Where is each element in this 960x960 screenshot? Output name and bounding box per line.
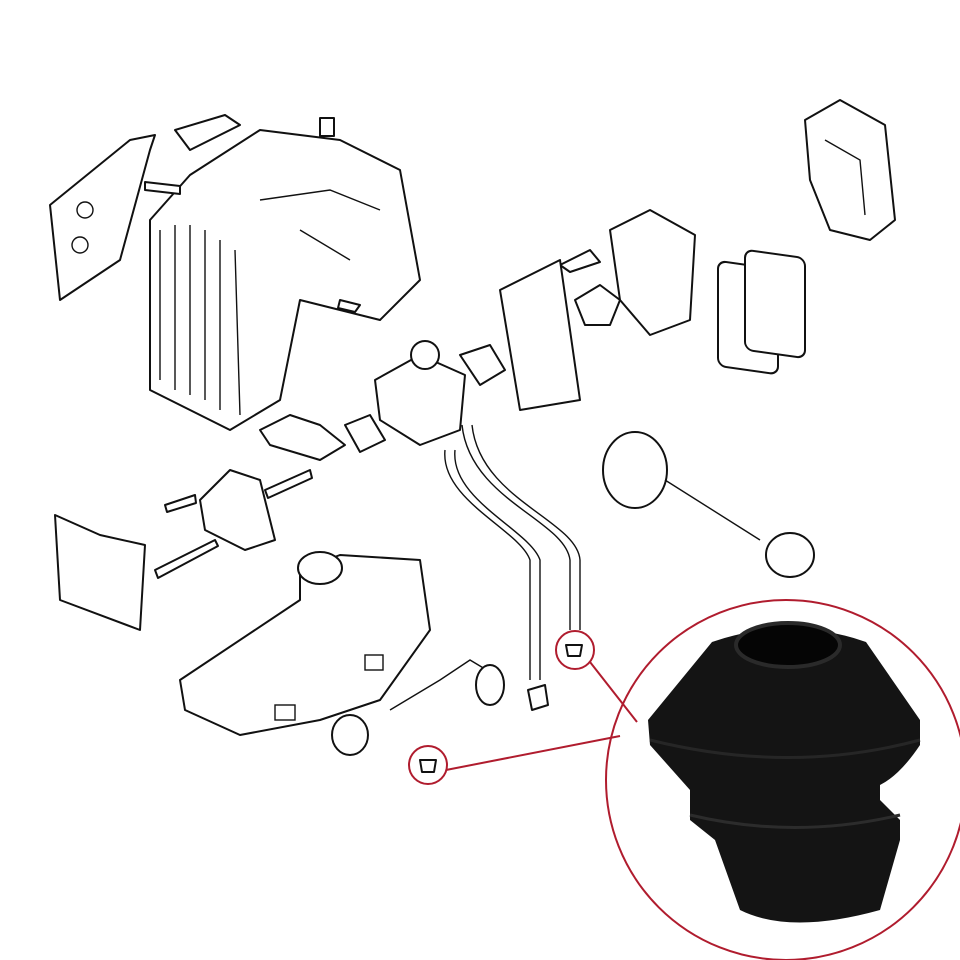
air-filter-housing — [609, 209, 696, 336]
starter — [602, 431, 668, 509]
side-cover — [49, 134, 156, 301]
grommet-small — [419, 759, 437, 773]
choke-lever — [559, 249, 601, 273]
screw — [144, 181, 181, 195]
grommet-small — [565, 644, 583, 657]
screw — [337, 299, 361, 313]
cover-plate — [174, 114, 241, 151]
gasket-plate — [499, 259, 581, 411]
intake — [259, 414, 346, 461]
screw — [154, 539, 219, 579]
screw — [164, 494, 197, 513]
fuel-line — [461, 424, 571, 630]
engine-shroud — [149, 129, 421, 431]
screw — [264, 469, 313, 499]
engine-mount — [199, 469, 276, 551]
bolt — [319, 117, 335, 137]
gasket — [344, 414, 386, 453]
starter-rope — [664, 479, 761, 541]
carburetor — [374, 340, 466, 446]
fuel-line — [444, 449, 531, 680]
grommet-photo — [648, 621, 921, 923]
gasket — [574, 284, 621, 326]
gasket — [459, 344, 506, 386]
air-filter — [744, 249, 806, 359]
fuel-tank — [179, 551, 431, 736]
air-filter-cover — [804, 99, 896, 241]
tank-vent — [331, 714, 369, 756]
fuel-filter — [475, 664, 505, 706]
heat-shield — [54, 514, 146, 631]
starter-handle — [765, 532, 815, 578]
fitting — [527, 684, 549, 711]
grommet-highlight — [408, 599, 960, 960]
